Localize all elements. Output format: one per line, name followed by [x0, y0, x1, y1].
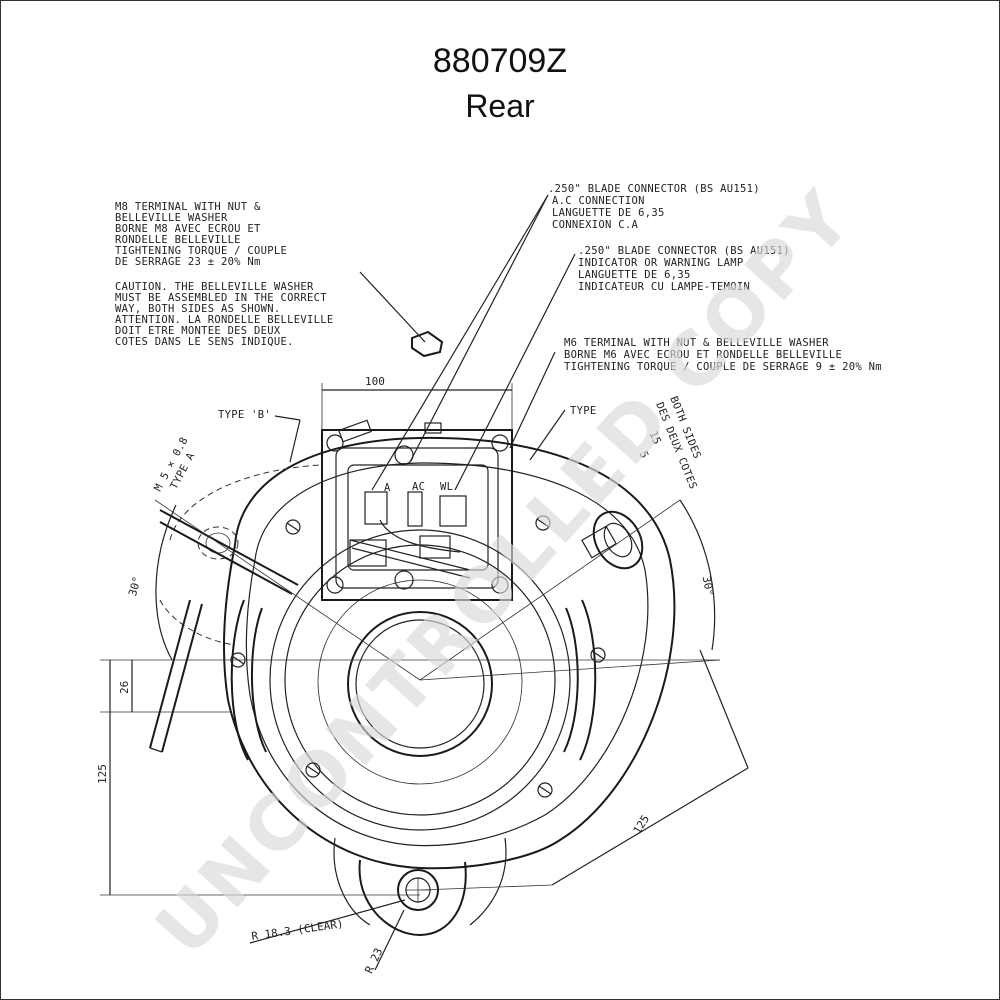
note-m8-line-4: RONDELLE BELLEVILLE: [115, 234, 241, 246]
note-m8-line-1: M8 TERMINAL WITH NUT &: [115, 201, 261, 213]
note-caution: CAUTION. THE BELLEVILLE WASHER MUST BE A…: [115, 281, 334, 348]
note-blade-ac: .250" BLADE CONNECTOR (BS AU151) A.C CON…: [548, 183, 760, 231]
leader-lines: [274, 194, 576, 491]
note-m8-line-5: TIGHTENING TORQUE / COUPLE: [115, 245, 287, 257]
part-number-title: 880709Z: [432, 42, 568, 80]
radius-clear-label: R 18.3 (CLEAR): [251, 917, 345, 943]
type-b-label: TYPE 'B': [218, 409, 271, 421]
dimension-26: 26: [118, 681, 131, 694]
note-blade-lamp-line-4: INDICATEUR CU LAMPE-TEMOIN: [578, 281, 750, 293]
note-m8-line-2: BELLEVILLE WASHER: [115, 212, 228, 224]
terminal-box: A AC WL: [321, 330, 513, 601]
note-blade-ac-line-4: CONNEXION C.A: [552, 219, 638, 231]
dimension-125-diagonal: 125: [631, 813, 653, 837]
note-blade-lamp-line-3: LANGUETTE DE 6,35: [578, 269, 691, 281]
note-blade-lamp-line-2: INDICATOR OR WARNING LAMP: [578, 257, 744, 269]
note-m8-line-6: DE SERRAGE 23 ± 20% Nm: [115, 256, 261, 268]
note-blade-ac-line-2: A.C CONNECTION: [552, 195, 645, 207]
dimension-5: 5: [637, 449, 652, 460]
note-caution-line-3: WAY, BOTH SIDES AS SHOWN.: [115, 303, 281, 315]
note-m6-terminal: M6 TERMINAL WITH NUT & BELLEVILLE WASHER…: [564, 337, 882, 373]
note-m8-line-3: BORNE M8 AVEC ECROU ET: [115, 223, 261, 235]
terminal-label-ac: AC: [412, 481, 425, 493]
note-caution-line-1: CAUTION. THE BELLEVILLE WASHER: [115, 281, 314, 293]
note-m6-line-2: BORNE M6 AVEC ECROU ET RONDELLE BELLEVIL…: [564, 349, 842, 361]
type-label: TYPE: [570, 405, 597, 417]
note-m8-terminal: M8 TERMINAL WITH NUT & BELLEVILLE WASHER…: [115, 201, 287, 268]
note-caution-line-6: COTES DANS LE SENS INDIQUE.: [115, 336, 294, 348]
dimension-30-left: 30°: [126, 575, 144, 598]
dimension-125-vertical: 125: [96, 764, 109, 784]
dimension-15: 15: [647, 429, 664, 446]
note-caution-line-2: MUST BE ASSEMBLED IN THE CORRECT: [115, 292, 327, 304]
note-m6-line-1: M6 TERMINAL WITH NUT & BELLEVILLE WASHER: [564, 337, 829, 349]
radius-23-label: R 23: [362, 946, 385, 976]
terminal-label-a: A: [384, 482, 391, 494]
note-blade-ac-line-1: .250" BLADE CONNECTOR (BS AU151): [548, 183, 760, 195]
note-blade-lamp: .250" BLADE CONNECTOR (BS AU151) INDICAT…: [578, 245, 790, 293]
note-blade-ac-line-3: LANGUETTE DE 6,35: [552, 207, 665, 219]
dimension-30-right: 30°: [700, 575, 716, 597]
note-caution-line-4: ATTENTION. LA RONDELLE BELLEVILLE: [115, 314, 334, 326]
mounting-arm: [149, 509, 299, 753]
alternator-body: [159, 436, 676, 937]
dimension-100: 100: [365, 375, 385, 388]
note-m6-line-3: TIGHTENING TORQUE / COUPLE DE SERRAGE 9 …: [564, 361, 882, 373]
terminal-label-wl: WL: [440, 481, 453, 493]
view-title: Rear: [465, 88, 535, 124]
note-caution-line-5: DOIT ETRE MONTEE DES DEUX: [115, 325, 281, 337]
note-blade-lamp-line-1: .250" BLADE CONNECTOR (BS AU151): [578, 245, 790, 257]
